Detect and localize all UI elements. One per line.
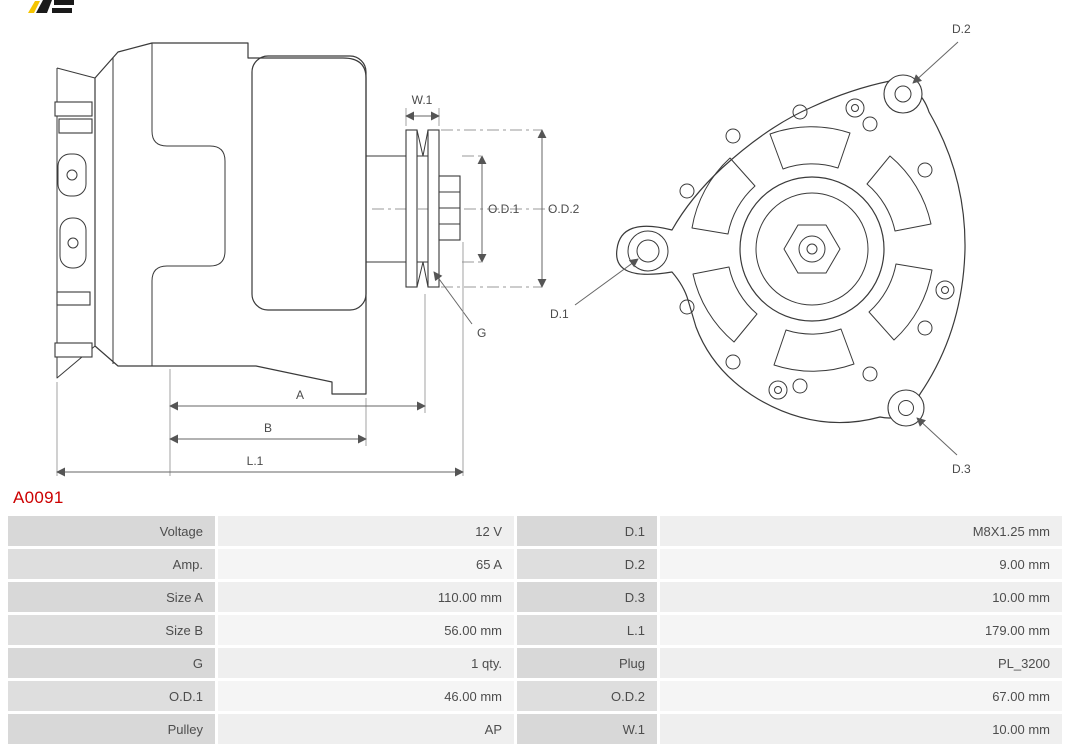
spec-label: Voltage	[8, 516, 215, 546]
spec-value: 179.00 mm	[660, 615, 1062, 645]
spec-value: PL_3200	[660, 648, 1062, 678]
table-row: Amp. 65 A D.2 9.00 mm	[8, 549, 1062, 579]
as-logo-icon	[28, 0, 74, 13]
spec-label: G	[8, 648, 215, 678]
technical-drawing: W.1 O.D.1 O.D.2 G A B	[0, 6, 1080, 493]
alternator-drawings: W.1 O.D.1 O.D.2 G A B	[54, 22, 971, 477]
spec-value: 10.00 mm	[660, 714, 1062, 744]
spec-label: D.1	[517, 516, 657, 546]
spec-label: Pulley	[8, 714, 215, 744]
side-view-drawing: W.1 O.D.1 O.D.2 G A B	[54, 42, 580, 477]
brand-logo	[28, 0, 74, 13]
spec-label: L.1	[517, 615, 657, 645]
spec-label: W.1	[517, 714, 657, 744]
spec-value: M8X1.25 mm	[660, 516, 1062, 546]
spec-value: 12 V	[218, 516, 514, 546]
table-row: O.D.1 46.00 mm O.D.2 67.00 mm	[8, 681, 1062, 711]
part-number: A0091	[13, 488, 64, 507]
dim-label-od1: O.D.1	[488, 202, 520, 216]
dim-label-od2: O.D.2	[548, 202, 580, 216]
spec-label: D.2	[517, 549, 657, 579]
spec-value: AP	[218, 714, 514, 744]
table-row: Size B 56.00 mm L.1 179.00 mm	[8, 615, 1062, 645]
spec-value: 65 A	[218, 549, 514, 579]
spec-value: 9.00 mm	[660, 549, 1062, 579]
dim-label-g: G	[477, 326, 486, 340]
table-row: Size A 110.00 mm D.3 10.00 mm	[8, 582, 1062, 612]
spec-label: D.3	[517, 582, 657, 612]
spec-value: 1 qty.	[218, 648, 514, 678]
spec-label: O.D.2	[517, 681, 657, 711]
spec-value: 56.00 mm	[218, 615, 514, 645]
spec-label: Amp.	[8, 549, 215, 579]
spec-value: 46.00 mm	[218, 681, 514, 711]
dim-label-d3: D.3	[952, 462, 971, 476]
table-row: G 1 qty. Plug PL_3200	[8, 648, 1062, 678]
front-view-drawing: D.2 D.1 D.3	[550, 22, 971, 476]
dim-label-l1: L.1	[247, 454, 264, 468]
spec-label: Size A	[8, 582, 215, 612]
dim-label-w1: W.1	[412, 93, 433, 107]
spec-label: Plug	[517, 648, 657, 678]
spec-value: 10.00 mm	[660, 582, 1062, 612]
table-row: Voltage 12 V D.1 M8X1.25 mm	[8, 516, 1062, 546]
spec-value: 110.00 mm	[218, 582, 514, 612]
spec-label: Size B	[8, 615, 215, 645]
dim-label-d1: D.1	[550, 307, 569, 321]
table-row: Pulley AP W.1 10.00 mm	[8, 714, 1062, 744]
dim-label-a: A	[296, 388, 304, 402]
spec-value: 67.00 mm	[660, 681, 1062, 711]
spec-table: Voltage 12 V D.1 M8X1.25 mm Amp. 65 A D.…	[5, 513, 1065, 747]
dim-label-d2: D.2	[952, 22, 971, 36]
spec-label: O.D.1	[8, 681, 215, 711]
dim-label-b: B	[264, 421, 272, 435]
